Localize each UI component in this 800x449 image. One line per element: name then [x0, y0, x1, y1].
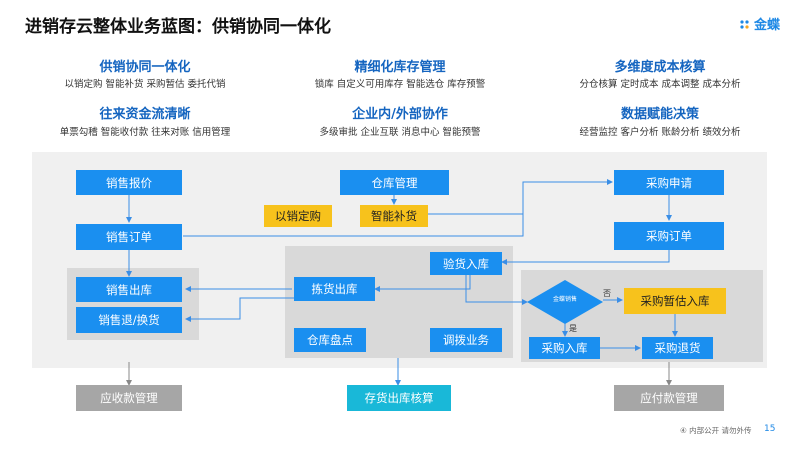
inventory-costing-box[interactable]: 存货出库核算 — [347, 385, 451, 411]
stocktake-box[interactable]: 仓库盘点 — [294, 328, 366, 352]
sales-driven-purchase-box[interactable]: 以销定购 — [264, 205, 332, 227]
feature-title-4: 往来资金流清晰 — [99, 107, 191, 122]
purchase-return-box[interactable]: 采购退货 — [642, 337, 713, 359]
footer-confidential: ④ 内部公开 请勿外传 — [680, 426, 752, 435]
brand-logo: 金蝶 — [740, 14, 780, 33]
payables-box[interactable]: 应付款管理 — [614, 385, 724, 411]
feature-title-6: 数据赋能决策 — [620, 107, 699, 122]
picking-outbound-box[interactable]: 拣货出库 — [294, 277, 375, 301]
decision-no-label: 否 — [603, 289, 611, 298]
sales-order-box[interactable]: 销售订单 — [76, 224, 182, 250]
feature-desc-2: 锁库 自定义可用库存 智能选仓 库存预警 — [314, 79, 486, 90]
feature-title-1: 供销协同一体化 — [99, 60, 191, 75]
decision-diamond — [527, 280, 603, 324]
inspection-inbound-box[interactable]: 验货入库 — [430, 252, 502, 275]
feature-title-3: 多维度成本核算 — [614, 60, 706, 75]
page-title: 进销存云整体业务蓝图：供销协同一体化 — [25, 17, 331, 37]
decision-label: 金蝶销售 — [552, 296, 577, 303]
purchase-request-box[interactable]: 采购申请 — [614, 170, 724, 195]
feature-title-2: 精细化库存管理 — [354, 60, 446, 75]
sales-return-box[interactable]: 销售退/换货 — [76, 307, 182, 333]
feature-desc-4: 单票勾稽 智能收付款 往来对账 信用管理 — [59, 127, 231, 138]
kingdee-logo-icon — [740, 19, 750, 29]
feature-title-5: 企业内/外部协作 — [352, 107, 448, 122]
feature-desc-1: 以销定购 智能补货 采购暂估 委托代销 — [64, 79, 226, 90]
feature-desc-6: 经营监控 客户分析 账龄分析 绩效分析 — [579, 127, 741, 138]
purchase-estimate-box[interactable]: 采购暂估入库 — [624, 288, 726, 314]
purchase-inbound-box[interactable]: 采购入库 — [529, 337, 600, 359]
feature-desc-3: 分仓核算 定时成本 成本调整 成本分析 — [579, 79, 741, 90]
logo-text: 金蝶 — [754, 18, 781, 33]
receivables-box[interactable]: 应收款管理 — [76, 385, 182, 411]
purchase-order-box[interactable]: 采购订单 — [614, 222, 724, 250]
feature-desc-5: 多级审批 企业互联 消息中心 智能预警 — [319, 127, 481, 138]
sales-quote-box[interactable]: 销售报价 — [76, 170, 182, 195]
warehouse-mgmt-box[interactable]: 仓库管理 — [340, 170, 449, 195]
page-number: 15 — [764, 424, 776, 434]
transfer-box[interactable]: 调拨业务 — [430, 328, 502, 352]
sales-outbound-box[interactable]: 销售出库 — [76, 277, 182, 302]
decision-yes-label: 是 — [569, 324, 577, 333]
smart-replenish-box[interactable]: 智能补货 — [360, 205, 428, 227]
